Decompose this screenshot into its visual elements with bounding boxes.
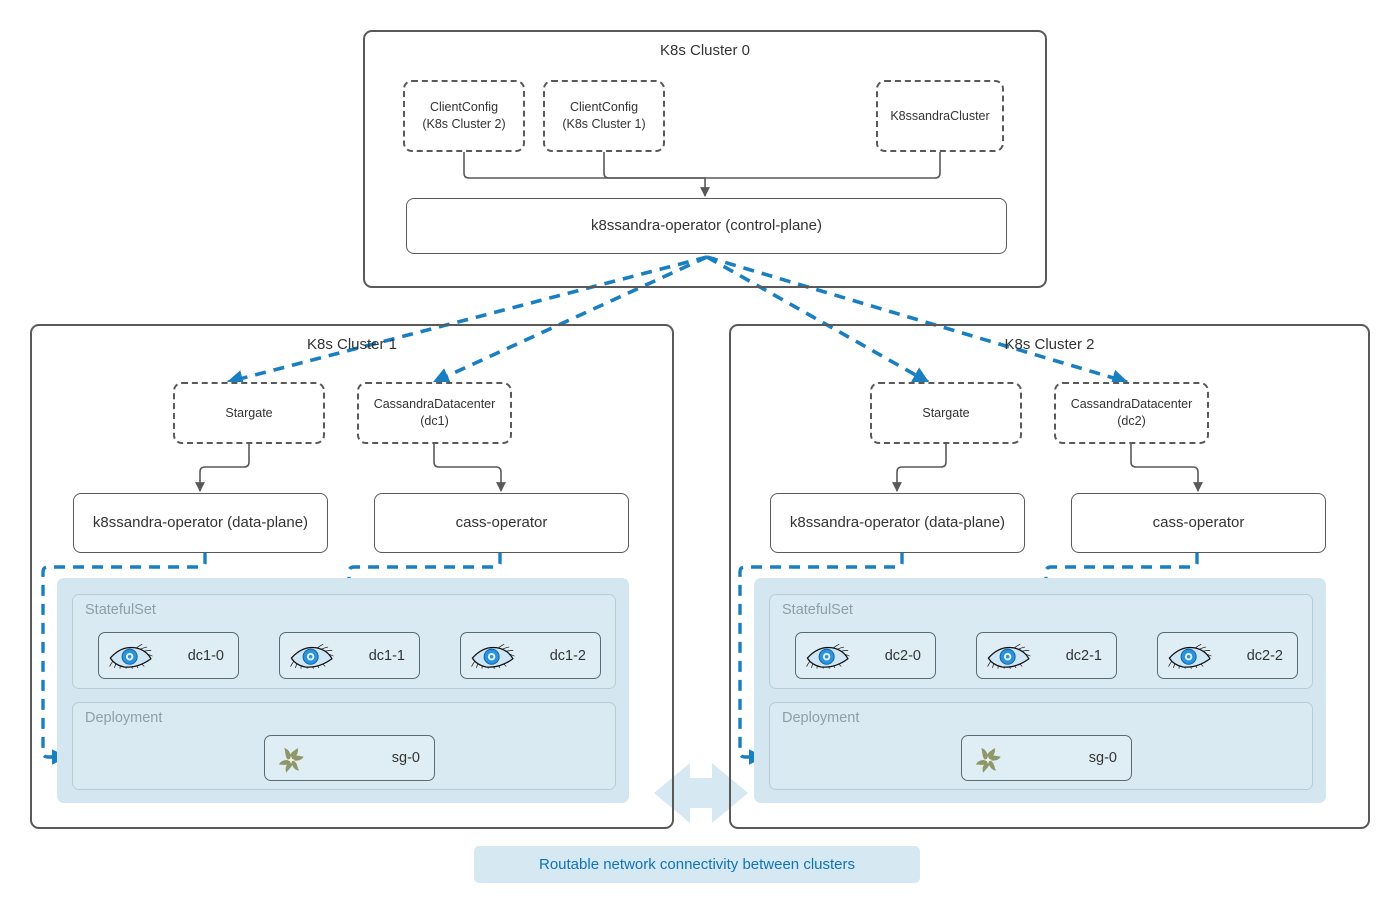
operator-k8ssandra-control-plane[interactable]: k8ssandra-operator (control-plane) bbox=[406, 198, 1007, 254]
cluster-2-crd-cassandradatacenter[interactable]: CassandraDatacenter (dc2) bbox=[1054, 382, 1209, 444]
cluster-2-pod-dc2-1[interactable]: dc2-1 bbox=[976, 632, 1117, 679]
cassandra-eye-icon bbox=[471, 642, 515, 670]
operator-k8ssandra-control-plane-line1: k8ssandra-operator bbox=[591, 216, 722, 234]
cluster-2-pod-dc2-0-label: dc2-0 bbox=[884, 647, 921, 664]
crd-k8ssandracluster-line1: K8ssandraCluster bbox=[890, 108, 990, 123]
cassandra-eye-icon bbox=[987, 642, 1031, 670]
cluster-1-crd-stargate-line1: Stargate bbox=[225, 405, 273, 420]
cluster-1-pod-dc1-0-label: dc1-0 bbox=[187, 647, 224, 664]
cluster-1-pod-sg-0[interactable]: sg-0 bbox=[264, 735, 435, 781]
cluster-1-operator-cass-line1: cass-operator bbox=[455, 513, 548, 531]
cluster-2-pod-dc2-2-label: dc2-2 bbox=[1246, 647, 1283, 664]
cluster-2-operator-k8ssandra-data-plane-line2: (data-plane) bbox=[924, 513, 1006, 531]
cluster-1-statefulset-label: StatefulSet bbox=[85, 602, 156, 618]
cluster-1-pod-dc1-1-label: dc1-1 bbox=[368, 647, 405, 664]
inter-cluster-connectivity-caption: Routable network connectivity between cl… bbox=[474, 846, 920, 883]
cluster-0-container: K8s Cluster 0 bbox=[363, 30, 1047, 288]
crd-clientconfig-cluster2[interactable]: ClientConfig (K8s Cluster 2) bbox=[403, 80, 525, 152]
cluster-2-pod-sg-0[interactable]: sg-0 bbox=[961, 735, 1132, 781]
cluster-2-operator-cass[interactable]: cass-operator bbox=[1071, 493, 1326, 553]
cluster-1-title: K8s Cluster 1 bbox=[306, 336, 398, 353]
cluster-1-crd-cassandradatacenter-line1: CassandraDatacenter bbox=[373, 397, 496, 412]
cluster-2-pod-dc2-2[interactable]: dc2-2 bbox=[1157, 632, 1298, 679]
cluster-1-operator-k8ssandra-data-plane-line2: (data-plane) bbox=[227, 513, 309, 531]
cluster-2-title: K8s Cluster 2 bbox=[1004, 336, 1095, 353]
cluster-1-operator-k8ssandra-data-plane[interactable]: k8ssandra-operator (data-plane) bbox=[73, 493, 328, 553]
crd-clientconfig-cluster2-line1: ClientConfig bbox=[429, 100, 499, 115]
cluster-2-crd-cassandradatacenter-line1: CassandraDatacenter bbox=[1070, 397, 1193, 412]
cluster-2-deployment-label: Deployment bbox=[782, 710, 860, 726]
inter-cluster-connectivity-caption-text: Routable network connectivity between cl… bbox=[539, 856, 855, 873]
cluster-2-crd-stargate[interactable]: Stargate bbox=[870, 382, 1022, 444]
stargate-pinwheel-icon bbox=[275, 744, 319, 773]
cluster-2-crd-stargate-line1: Stargate bbox=[922, 405, 970, 420]
cluster-1-pod-dc1-1[interactable]: dc1-1 bbox=[279, 632, 420, 679]
cluster-0-title: K8s Cluster 0 bbox=[659, 42, 751, 59]
cluster-2-pod-dc2-0[interactable]: dc2-0 bbox=[795, 632, 936, 679]
cluster-2-pod-dc2-1-label: dc2-1 bbox=[1065, 647, 1102, 664]
cassandra-eye-icon bbox=[1168, 642, 1212, 670]
cluster-1-operator-k8ssandra-data-plane-line1: k8ssandra-operator bbox=[92, 513, 223, 531]
cassandra-eye-icon bbox=[806, 642, 850, 670]
cassandra-eye-icon bbox=[290, 642, 334, 670]
crd-clientconfig-cluster1-line1: ClientConfig bbox=[569, 100, 639, 115]
cluster-2-statefulset-label: StatefulSet bbox=[782, 602, 853, 618]
cluster-1-pod-sg-0-label: sg-0 bbox=[391, 750, 420, 766]
cluster-2-pod-sg-0-label: sg-0 bbox=[1088, 750, 1117, 766]
cluster-2-crd-cassandradatacenter-line2: (dc2) bbox=[1117, 414, 1146, 428]
cluster-2-operator-cass-line1: cass-operator bbox=[1152, 513, 1245, 531]
cluster-1-pod-dc1-2-label: dc1-2 bbox=[549, 647, 586, 664]
cluster-1-container: K8s Cluster 1 bbox=[30, 324, 674, 829]
cluster-1-crd-cassandradatacenter-line2: (dc1) bbox=[420, 414, 449, 428]
cassandra-eye-icon bbox=[109, 642, 153, 670]
crd-clientconfig-cluster1[interactable]: ClientConfig (K8s Cluster 1) bbox=[543, 80, 665, 152]
cluster-1-operator-cass[interactable]: cass-operator bbox=[374, 493, 629, 553]
cluster-2-operator-k8ssandra-data-plane[interactable]: k8ssandra-operator (data-plane) bbox=[770, 493, 1025, 553]
cluster-1-pod-dc1-2[interactable]: dc1-2 bbox=[460, 632, 601, 679]
cluster-1-deployment-label: Deployment bbox=[85, 710, 163, 726]
stargate-pinwheel-icon bbox=[972, 744, 1016, 773]
cluster-2-container: K8s Cluster 2 bbox=[729, 324, 1370, 829]
cluster-1-pod-dc1-0[interactable]: dc1-0 bbox=[98, 632, 239, 679]
crd-clientconfig-cluster2-line2: (K8s Cluster 2) bbox=[422, 117, 506, 131]
operator-k8ssandra-control-plane-line2: (control-plane) bbox=[725, 216, 822, 234]
crd-k8ssandracluster[interactable]: K8ssandraCluster bbox=[876, 80, 1004, 152]
cluster-1-crd-cassandradatacenter[interactable]: CassandraDatacenter (dc1) bbox=[357, 382, 512, 444]
cluster-1-crd-stargate[interactable]: Stargate bbox=[173, 382, 325, 444]
cluster-2-operator-k8ssandra-data-plane-line1: k8ssandra-operator bbox=[789, 513, 920, 531]
crd-clientconfig-cluster1-line2: (K8s Cluster 1) bbox=[562, 117, 646, 131]
